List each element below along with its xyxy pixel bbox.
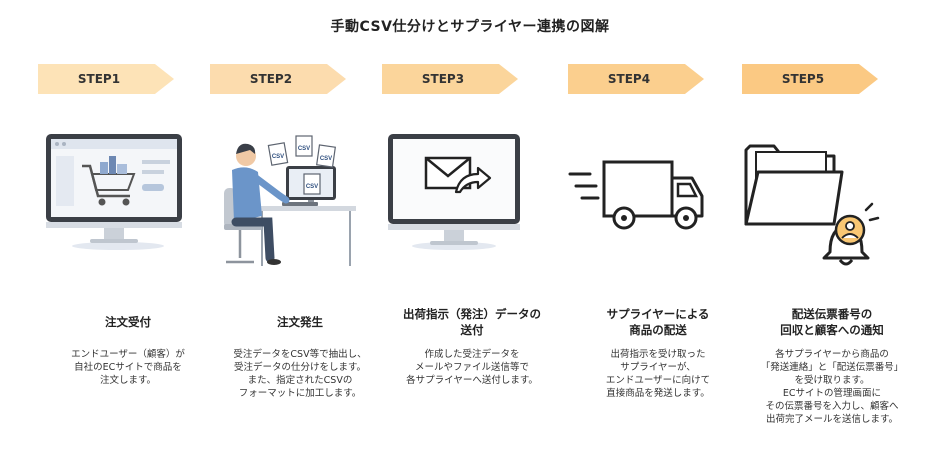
step-5-heading: 配送伝票番号の 回収と顧客への通知: [742, 302, 922, 342]
step-5-desc-line: その伝票番号を入力し、顧客へ: [765, 401, 899, 412]
step-3-column: STEP3 出荷指示（発注）データの 送付 作成した受注データを メールやファイ…: [382, 0, 562, 452]
step-2-heading: 注文発生: [210, 302, 390, 342]
step-2-column: STEP2 CSV CSV CSV CSV: [210, 0, 390, 452]
csv-doc-label: CSV: [298, 146, 310, 152]
step-2-desc-line: 受注データをCSV等で抽出し、: [233, 349, 367, 360]
step-5-description: 各サプライヤーから商品の 「発送連絡」と「配送伝票番号」 を受け取ります。 EC…: [738, 348, 926, 426]
step-1-description: エンドユーザー（顧客）が 自社のECサイトで商品を 注文します。: [34, 348, 222, 387]
step-1-desc-line: エンドユーザー（顧客）が: [71, 349, 185, 360]
step-5-heading-line: 配送伝票番号の: [791, 307, 873, 321]
step-4-label: STEP4: [607, 72, 651, 86]
step-2-desc-line: 受注データの仕分けをします。: [233, 362, 367, 373]
step-5-desc-line: 出荷完了メールを送信します。: [765, 414, 899, 425]
step-4-column: STEP4 サプライヤーによる 商品の配送 出荷指示を受け取った サプライヤーが…: [568, 0, 748, 452]
step-3-description: 作成した受注データを メールやファイル送信等で 各サプライヤーへ送付します。: [378, 348, 566, 387]
step-2-description: 受注データをCSV等で抽出し、 受注データの仕分けをします。 また、指定されたC…: [206, 348, 394, 400]
csv-doc-label: CSV: [306, 184, 318, 190]
step-4-desc-line: エンドユーザーに向けて: [605, 375, 711, 386]
step-2-arrow: STEP2: [210, 64, 346, 94]
step-4-heading-line: 商品の配送: [629, 323, 687, 337]
step-5-desc-line: ECサイトの管理画面に: [782, 388, 882, 399]
step-5-desc-line: 「発送連絡」と「配送伝票番号」: [760, 362, 904, 373]
step-4-arrow: STEP4: [568, 64, 704, 94]
step-1-desc-line: 自社のECサイトで商品を: [74, 362, 182, 373]
step-5-column: STEP5 配送伝票番号の 回収と顧客への通知 各サプライヤーから商: [742, 0, 922, 452]
step-2-heading-line: 注文発生: [277, 315, 323, 329]
step-5-desc-line: を受け取ります。: [794, 375, 870, 386]
delivery-truck-icon: [568, 126, 748, 276]
step-5-label: STEP5: [781, 72, 825, 86]
step-4-heading: サプライヤーによる 商品の配送: [568, 302, 748, 342]
step-3-desc-line: メールやファイル送信等で: [414, 362, 529, 373]
step-3-heading-line: 送付: [460, 323, 484, 337]
step-3-desc-line: 作成した受注データを: [424, 349, 520, 360]
person-at-desk-csv-icon: CSV CSV CSV CSV: [210, 126, 390, 276]
step-3-heading-line: 出荷指示（発注）データの: [403, 307, 541, 321]
monitor-mail-send-icon: [382, 126, 562, 276]
step-4-heading-line: サプライヤーによる: [606, 307, 710, 321]
step-5-arrow: STEP5: [742, 64, 878, 94]
step-4-desc-line: 直接商品を発送します。: [606, 388, 710, 399]
step-2-desc-line: フォーマットに加工します。: [238, 388, 362, 399]
step-3-label: STEP3: [421, 72, 465, 86]
step-2-desc-line: また、指定されたCSVの: [247, 375, 353, 386]
step-1-label: STEP1: [77, 72, 121, 86]
csv-doc-label: CSV: [320, 156, 332, 162]
step-3-desc-line: 各サプライヤーへ送付します。: [406, 375, 538, 386]
step-1-arrow: STEP1: [38, 64, 174, 94]
folder-bell-notification-icon: [742, 126, 922, 276]
step-4-description: 出荷指示を受け取った サプライヤーが、 エンドユーザーに向けて 直接商品を発送し…: [564, 348, 752, 400]
step-5-desc-line: 各サプライヤーから商品の: [775, 349, 889, 360]
step-1-heading: 注文受付: [38, 302, 218, 342]
step-1-desc-line: 注文します。: [99, 375, 157, 386]
step-4-desc-line: 出荷指示を受け取った: [610, 349, 706, 360]
csv-doc-label: CSV: [272, 154, 284, 160]
step-1-column: STEP1 注文受付 エンドユーザー（顧客）が: [38, 0, 218, 452]
step-3-arrow: STEP3: [382, 64, 518, 94]
step-5-heading-line: 回収と顧客への通知: [780, 323, 884, 337]
step-3-heading: 出荷指示（発注）データの 送付: [382, 302, 562, 342]
step-4-desc-line: サプライヤーが、: [620, 362, 696, 373]
monitor-shopping-cart-icon: [38, 126, 218, 276]
step-1-heading-line: 注文受付: [105, 315, 151, 329]
step-2-label: STEP2: [249, 72, 293, 86]
diagram-title: 手動CSV仕分けとサプライヤー連携の図解: [330, 19, 610, 35]
